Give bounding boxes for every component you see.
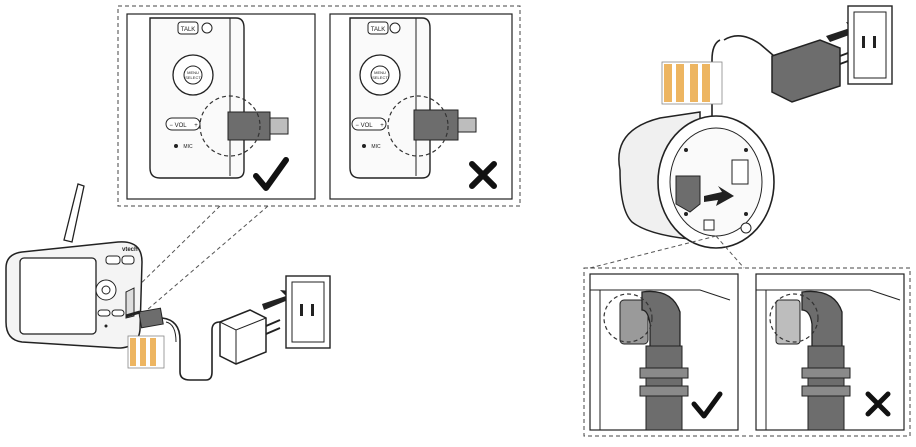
svg-text:TALK: TALK xyxy=(371,27,386,33)
svg-text:MENU: MENU xyxy=(187,70,199,75)
parent-power-adapter xyxy=(125,290,300,381)
zoom-leader xyxy=(127,205,221,297)
camera-correct-panel xyxy=(589,273,739,431)
camera-power-adapter xyxy=(661,22,866,128)
cross-mark-icon xyxy=(469,161,497,189)
zoom-leader xyxy=(139,205,269,317)
wall-adapter-dark xyxy=(771,39,841,103)
svg-text:+: + xyxy=(380,123,384,129)
power-jack xyxy=(675,175,701,213)
svg-text:MIC: MIC xyxy=(371,144,381,150)
zoom-circle xyxy=(199,95,261,157)
screen xyxy=(19,257,97,335)
svg-text:MENU: MENU xyxy=(374,70,386,75)
power-plug xyxy=(227,111,271,141)
svg-text:MIC: MIC xyxy=(183,144,193,150)
svg-text:SELECT: SELECT xyxy=(372,75,388,80)
talk-button xyxy=(177,21,199,35)
cross-mark-icon xyxy=(865,391,891,417)
camera-body xyxy=(618,111,775,249)
camera-incorrect-panel xyxy=(755,273,905,431)
zoom-leader xyxy=(589,235,717,269)
check-mark-icon xyxy=(253,157,289,191)
parent-unit: vtech xyxy=(5,183,143,349)
parent-correct-panel: TALK MENU SELECT − VOL + MIC xyxy=(126,13,316,200)
svg-text:− VOL: − VOL xyxy=(355,123,373,129)
svg-text:SELECT: SELECT xyxy=(185,75,201,80)
svg-text:+: + xyxy=(194,123,198,129)
antenna xyxy=(63,183,85,243)
arrow-icon xyxy=(704,186,734,206)
brand-logo: vtech xyxy=(122,247,138,253)
wall-adapter xyxy=(219,309,267,365)
camera-zoom-frame xyxy=(583,267,911,437)
parent-incorrect-panel: TALK MENU SELECT − VOL + MIC xyxy=(329,13,513,200)
zoom-leader xyxy=(715,235,745,269)
talk-label: TALK xyxy=(181,27,196,33)
wall-outlet xyxy=(285,275,331,349)
check-mark-icon xyxy=(691,391,723,419)
camera-wall-outlet xyxy=(847,5,893,85)
svg-text:− VOL: − VOL xyxy=(169,123,187,129)
vol-button xyxy=(165,117,201,131)
